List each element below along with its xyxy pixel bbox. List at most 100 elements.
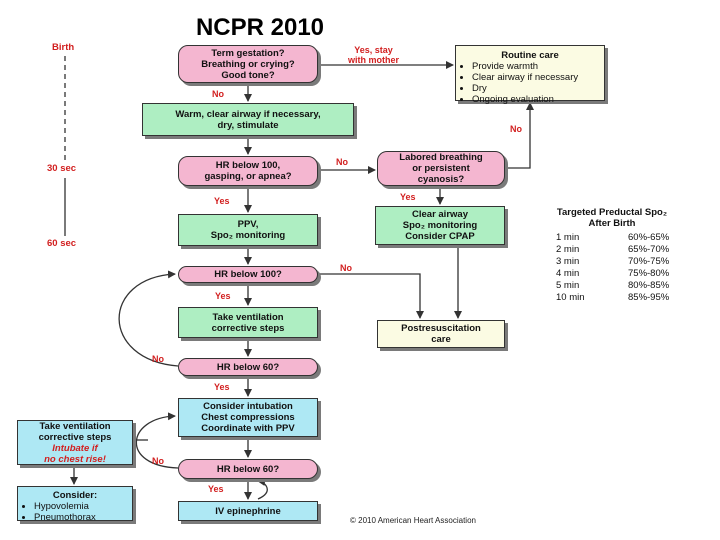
spo2-table: 1 min 60%-65% 2 min 65%-70% 3 min 70%-75% 4…: [556, 232, 669, 304]
node-line: cyanosis?: [417, 174, 465, 185]
page-title: NCPR 2010: [195, 14, 325, 41]
consider-list: Hypovolemia Pneumothorax: [22, 501, 96, 523]
label-no-hr60a: No: [152, 354, 164, 364]
node-line: dry, stimulate: [217, 119, 279, 131]
label-line: Yes, stay: [354, 45, 393, 55]
edge-hrb100-to-postresus: [318, 273, 424, 319]
term-gestation-decision: Term gestation? Breathing or crying? Goo…: [178, 45, 318, 83]
table-cell-time: 10 min: [556, 292, 585, 303]
hr-100-gasping-decision: HR below 100, gasping, or apnea?: [178, 156, 318, 186]
hr-below-60-decision-a: HR below 60?: [178, 358, 318, 376]
table-cell-range: 60%-65%: [628, 232, 670, 243]
node-line: Labored breathing: [399, 152, 483, 163]
labored-breathing-decision: Labored breathing or persistent cyanosis…: [377, 151, 505, 186]
node-line: Good tone?: [221, 69, 275, 81]
table-cell-time: 3 min: [556, 256, 580, 267]
spo2-table-heading: Targeted Preductal Spo₂ After Birth: [538, 207, 686, 229]
node-line: Postresuscitation: [401, 323, 481, 334]
heading-line: Targeted Preductal Spo₂: [556, 207, 668, 218]
node-line: HR below 100,: [215, 160, 281, 171]
label-no-hrb100: No: [340, 263, 352, 273]
list-item: Ongoing evaluation: [472, 94, 578, 105]
label-yes-hr100: Yes: [214, 196, 230, 206]
hr-below-60-decision-b: HR below 60?: [178, 459, 318, 479]
timeline-30-sec: 30 sec: [47, 163, 77, 174]
node-line: Spo₂ monitoring: [210, 230, 286, 241]
loop-hr60b-to-intub: [135, 412, 179, 469]
loop-epi-to-hr60b: [257, 477, 268, 500]
node-line: Coordinate with PPV: [201, 423, 295, 434]
table-cell-range: 85%-95%: [628, 292, 670, 303]
label-line: with mother: [348, 55, 399, 65]
copyright-notice: © 2010 American Heart Association: [350, 516, 476, 525]
node-line: IV epinephrine: [215, 505, 281, 517]
table-cell-time: 5 min: [556, 280, 580, 291]
node-line: HR below 60?: [216, 361, 280, 373]
take-ventilation-step: Take ventilation corrective steps: [178, 307, 318, 338]
node-line: Breathing or crying?: [201, 58, 295, 70]
warm-clear-airway-step: Warm, clear airway if necessary, dry, st…: [142, 103, 354, 136]
node-line: corrective steps: [38, 431, 112, 443]
node-line: Spo₂ monitoring: [402, 220, 478, 231]
node-line: corrective steps: [211, 322, 285, 334]
node-line: Chest compressions: [201, 412, 295, 423]
label-no-term: No: [212, 89, 224, 99]
intubate-warning: Intubate if: [52, 442, 98, 454]
label-no-labored: No: [510, 124, 522, 134]
consider-heading: Consider:: [52, 490, 98, 501]
node-line: HR below 100?: [214, 269, 282, 280]
routine-care-heading: Routine care: [501, 50, 559, 61]
routine-care-list: Provide warmth Clear airway if necessary…: [460, 61, 578, 105]
node-line: Take ventilation: [39, 420, 111, 432]
node-line: care: [431, 334, 451, 345]
label-yes-labored: Yes: [400, 192, 416, 202]
list-item: Dry: [472, 83, 578, 94]
list-item: Provide warmth: [472, 61, 578, 72]
heading-line: After Birth: [588, 218, 636, 229]
clear-airway-cpap-step: Clear airway Spo₂ monitoring Consider CP…: [375, 206, 505, 245]
table-cell-range: 65%-70%: [628, 244, 670, 255]
take-ventilation-intubate-note: Take ventilation corrective steps Intuba…: [17, 420, 133, 465]
label-yes-hr60b: Yes: [208, 484, 224, 494]
list-item: Hypovolemia: [34, 501, 96, 512]
timeline-60-sec: 60 sec: [47, 238, 77, 249]
table-row: 2 min 65%-70%: [556, 244, 669, 256]
list-item: Clear airway if necessary: [472, 72, 578, 83]
table-cell-time: 1 min: [556, 232, 580, 243]
table-row: 10 min 85%-95%: [556, 292, 669, 304]
table-cell-range: 70%-75%: [628, 256, 670, 267]
postresuscitation-care-box: Postresuscitation care: [377, 320, 505, 348]
label-yes-stay: Yes, stay with mother: [348, 45, 399, 65]
node-line: Clear airway: [412, 209, 468, 220]
list-item: Pneumothorax: [34, 512, 96, 523]
table-row: 3 min 70%-75%: [556, 256, 669, 268]
node-line: Take ventilation: [212, 311, 284, 323]
node-line: HR below 60?: [216, 463, 280, 475]
label-yes-hr60a: Yes: [214, 382, 230, 392]
routine-care-box: Routine care Provide warmth Clear airway…: [455, 45, 605, 105]
label-no-hr60b: No: [152, 456, 164, 466]
node-line: gasping, or apnea?: [204, 171, 292, 182]
label-yes-hrb100: Yes: [215, 291, 231, 301]
table-cell-time: 4 min: [556, 268, 580, 279]
label-no-hr100: No: [336, 157, 348, 167]
node-line: Term gestation?: [211, 47, 285, 59]
edge-labored-to-routine: [505, 102, 534, 169]
consider-intubation-step: Consider intubation Chest compressions C…: [178, 398, 318, 437]
node-line: Warm, clear airway if necessary,: [175, 108, 321, 120]
loop-hr60a-to-hrb100: [118, 270, 179, 367]
ppv-spo2-step: PPV, Spo₂ monitoring: [178, 214, 318, 246]
consider-hypovolemia-box: Consider: Hypovolemia Pneumothorax: [17, 486, 133, 523]
iv-epinephrine-step: IV epinephrine: [178, 501, 318, 521]
table-cell-range: 80%-85%: [628, 280, 670, 291]
table-cell-range: 75%-80%: [628, 268, 670, 279]
hr-below-100-decision: HR below 100?: [178, 266, 318, 283]
table-row: 4 min 75%-80%: [556, 268, 669, 280]
spo2-target-table: Targeted Preductal Spo₂ After Birth 1 mi…: [538, 207, 686, 304]
node-line: PPV,: [237, 219, 259, 230]
node-line: or persistent: [412, 163, 470, 174]
node-line: Consider intubation: [203, 401, 293, 412]
timeline-birth: Birth: [52, 42, 75, 53]
table-cell-time: 2 min: [556, 244, 580, 255]
